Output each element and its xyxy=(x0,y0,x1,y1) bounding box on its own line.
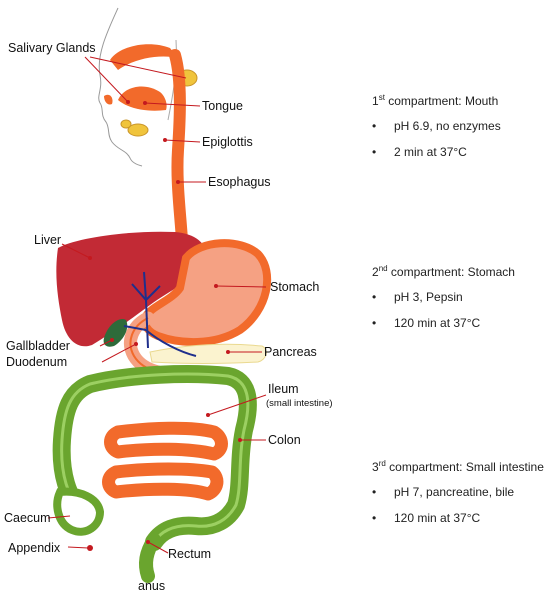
condition-item: pH 6.9, no enzymes xyxy=(372,119,550,134)
tongue xyxy=(118,86,167,111)
liver xyxy=(56,231,207,347)
label-pancreas: Pancreas xyxy=(264,345,317,359)
label-salivary-glands: Salivary Glands xyxy=(8,41,96,55)
oral-cavity xyxy=(110,44,178,70)
condition-item: 120 min at 37°C xyxy=(372,511,550,526)
pointer-ileum xyxy=(207,394,267,416)
pointer-caecum xyxy=(47,515,71,519)
compartment-conditions: pH 6.9, no enzymes 2 min at 37°C xyxy=(372,119,550,160)
label-ileum: Ileum xyxy=(268,382,299,396)
head-outline xyxy=(98,7,143,167)
small-intestine xyxy=(102,421,228,501)
label-epiglottis: Epiglottis xyxy=(202,135,253,149)
bile-duct xyxy=(123,271,197,357)
compartment-heading: 2nd compartment: Stomach xyxy=(372,264,515,279)
lips xyxy=(104,94,113,105)
compartment-conditions: pH 3, Pepsin 120 min at 37°C xyxy=(372,290,550,331)
label-ileum-note: (small intestine) xyxy=(266,398,333,409)
condition-item: 120 min at 37°C xyxy=(372,316,550,331)
appendix xyxy=(87,545,93,551)
pointer-appendix xyxy=(67,546,89,549)
label-duodenum: Duodenum xyxy=(6,355,67,369)
compartment-stomach: 2nd compartment: Stomach pH 3, Pepsin 12… xyxy=(372,261,550,342)
pancreas xyxy=(149,343,267,364)
gallbladder xyxy=(103,318,128,347)
pointer-stomach xyxy=(215,285,267,288)
rectum xyxy=(139,533,161,583)
pointer-gallbladder xyxy=(99,339,113,347)
pointer-tongue xyxy=(144,102,201,107)
esophagus xyxy=(169,49,190,268)
pointer-salivary-2 xyxy=(89,56,187,79)
condition-item: pH 7, pancreatine, bile xyxy=(372,485,550,500)
compartment-small-intestine: 3rd compartment: Small intestine pH 7, p… xyxy=(372,456,550,537)
salivary-gland-submandibular xyxy=(127,123,149,137)
label-stomach: Stomach xyxy=(270,280,319,294)
label-gallbladder: Gallbladder xyxy=(6,339,70,353)
pointer-duodenum xyxy=(101,343,137,363)
label-appendix: Appendix xyxy=(8,541,61,555)
salivary-gland-sublingual xyxy=(120,119,132,129)
compartment-heading: 3rd compartment: Small intestine xyxy=(372,459,544,474)
condition-item: pH 3, Pepsin xyxy=(372,290,550,305)
label-rectum: Rectum xyxy=(168,547,211,561)
pointer-epiglottis xyxy=(164,139,201,143)
label-esophagus: Esophagus xyxy=(208,175,271,189)
condition-item: 2 min at 37°C xyxy=(372,145,550,160)
label-caecum: Caecum xyxy=(4,511,51,525)
label-tongue: Tongue xyxy=(202,99,243,113)
caecum xyxy=(53,487,105,536)
compartment-mouth: 1st compartment: Mouth pH 6.9, no enzyme… xyxy=(372,90,550,171)
compartment-heading: 1st compartment: Mouth xyxy=(372,93,499,108)
digestive-system-diagram: Salivary Glands Tongue Epiglottis Esopha… xyxy=(4,7,333,593)
label-colon: Colon xyxy=(268,433,301,447)
pointer-salivary-1 xyxy=(84,56,129,103)
pointer-rectum xyxy=(147,541,169,554)
compartment-conditions: pH 7, pancreatine, bile 120 min at 37°C xyxy=(372,485,550,526)
label-liver: Liver xyxy=(34,233,61,247)
pointer-liver xyxy=(61,243,91,259)
label-anus: anus xyxy=(138,579,165,593)
